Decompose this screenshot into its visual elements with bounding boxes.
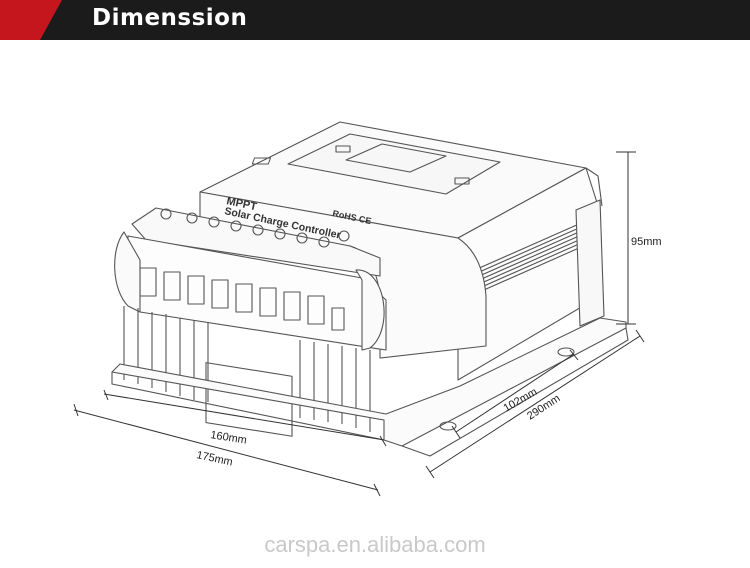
button-left <box>251 157 272 165</box>
button-top <box>335 145 351 153</box>
dimension-diagram: MPPT Solar Charge Controller RoHS CE 95m… <box>73 121 662 497</box>
header-accent-shape <box>0 0 62 40</box>
watermark-text: carspa.en.alibaba.com <box>264 532 486 557</box>
right-ear <box>355 269 385 351</box>
dim-width-inner-label: 160mm <box>210 429 248 447</box>
heat-sink-fins <box>123 306 371 432</box>
page-title: Dimenssion <box>92 5 248 31</box>
left-ear <box>114 231 141 313</box>
dim-height-label: 95mm <box>631 236 662 248</box>
header-bar: Dimenssion <box>0 0 750 40</box>
display-panel <box>287 133 501 195</box>
lcd-screen <box>345 143 447 173</box>
bottom-window <box>205 362 293 437</box>
side-clip <box>575 199 605 327</box>
dim-width-outer-label: 175mm <box>195 449 233 468</box>
base-plate <box>111 317 627 447</box>
button-right <box>454 177 470 185</box>
